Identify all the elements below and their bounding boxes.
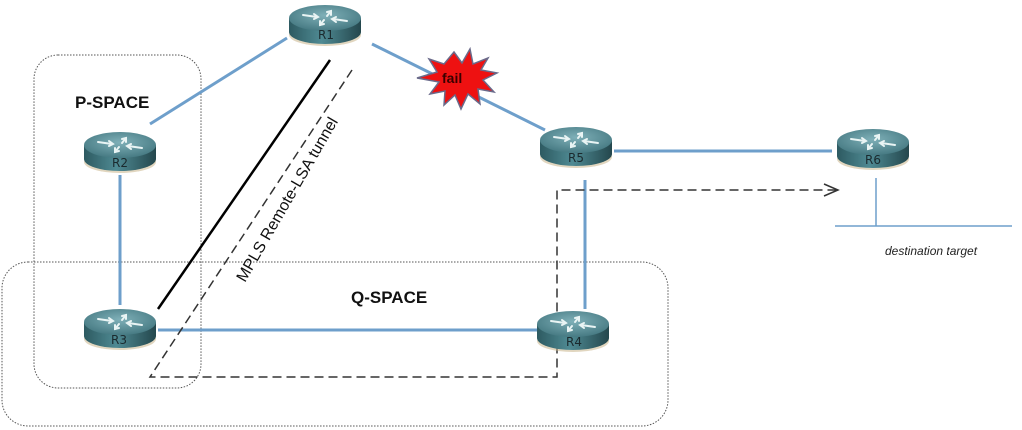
tunnel-line — [156, 59, 332, 310]
router-r6[interactable]: R6 — [836, 128, 910, 171]
q-space-region — [1, 261, 669, 427]
p-space-region — [33, 54, 202, 389]
router-r5[interactable]: R5 — [539, 126, 613, 169]
fail-burst-icon — [416, 46, 500, 111]
router-r1[interactable]: R1 — [288, 4, 362, 47]
router-r1-label: R1 — [318, 28, 334, 42]
repair-path-arrowhead — [823, 183, 840, 197]
destination-label: destination target — [885, 244, 978, 258]
router-r4-label: R4 — [566, 335, 582, 349]
link-r1-r2 — [149, 36, 288, 126]
router-r5-label: R5 — [568, 151, 584, 165]
router-r4[interactable]: R4 — [536, 310, 610, 353]
router-r2[interactable]: R2 — [83, 131, 157, 174]
router-r3-label: R3 — [111, 333, 127, 347]
tunnel-label: MPLS Remote-LSA tunnel — [234, 115, 342, 285]
router-r3[interactable]: R3 — [83, 308, 157, 351]
router-r2-label: R2 — [112, 156, 128, 170]
repair-path — [148, 69, 836, 378]
router-r6-label: R6 — [865, 153, 881, 167]
fail-burst: fail — [416, 46, 500, 111]
fail-label: fail — [442, 70, 462, 86]
p-space-label: P-SPACE — [75, 93, 149, 112]
q-space-label: Q-SPACE — [351, 288, 427, 307]
